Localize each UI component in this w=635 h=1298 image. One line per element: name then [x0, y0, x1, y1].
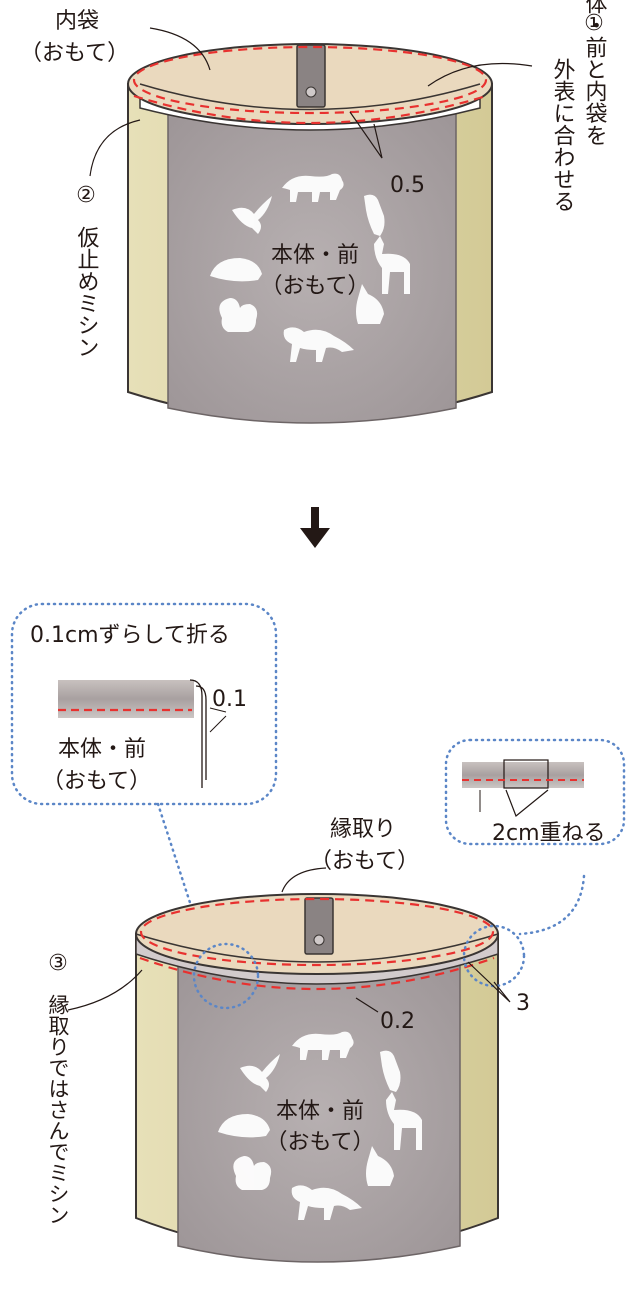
step3-annotation: ③ 縁取りではさんでミシン	[46, 951, 70, 1225]
callout-fold-connector	[156, 802, 208, 954]
top-bag-illustration: 本体・前 （おもて）	[127, 43, 493, 424]
rabbit-icon	[366, 1146, 394, 1186]
hedgehog-icon	[210, 258, 262, 282]
callout-fold-strip	[58, 680, 194, 718]
callout-overlap: 2cm重ねる	[444, 738, 626, 846]
top-body-front-label: 本体・前	[271, 243, 359, 268]
bird-icon	[232, 196, 272, 234]
rabbit-icon	[356, 284, 384, 324]
callout-fold-border	[10, 602, 278, 806]
woodpecker-icon	[364, 194, 385, 236]
step2-leader	[89, 119, 141, 177]
step3-number: ③	[48, 951, 68, 976]
step1-text-col2: 外表に合わせる	[550, 58, 576, 212]
inner-bag-side: （おもて）	[20, 41, 129, 66]
squirrel-icon	[233, 1156, 272, 1190]
callout-overlap-strip	[462, 762, 584, 788]
step1-leader	[427, 62, 533, 87]
step2-number: ②	[76, 183, 96, 208]
bottom-bag-illustration: 本体・前 （おもて）	[135, 893, 526, 1263]
bottom-bag-snap	[313, 934, 325, 946]
deer-icon	[386, 1092, 422, 1150]
bottom-bag-tab	[304, 897, 334, 955]
measure-02-leader	[355, 997, 379, 1013]
callout-fold-body-side: （おもて）	[42, 769, 151, 794]
bottom-bag-stitch-inner	[139, 897, 495, 967]
binding-side: （おもて）	[310, 849, 419, 874]
measure-02: 0.2	[380, 1009, 415, 1034]
bottom-body-front-side: （おもて）	[265, 1130, 374, 1155]
step1-text-col1: 本体・前と内袋を	[582, 0, 608, 146]
callout-fold-measure: 0.1	[212, 687, 247, 712]
callout-overlap-text: 2cm重ねる	[492, 821, 606, 846]
bear-icon	[292, 1031, 354, 1060]
callout-fold-edge	[189, 679, 207, 788]
binding-label: 縁取り	[330, 817, 396, 842]
squirrel-icon	[219, 298, 258, 332]
bottom-animal-motifs	[218, 1031, 422, 1220]
step1-number: ①	[584, 11, 604, 36]
down-arrow-icon	[300, 507, 330, 548]
callout-fold: 0.1cmずらして折る 0.1 本体・前 （おもて）	[10, 602, 278, 806]
fox-icon	[283, 327, 354, 362]
callout-overlap-leader	[505, 789, 549, 817]
top-bag-snap	[305, 86, 317, 98]
bottom-bag-stitch-front	[139, 956, 495, 991]
top-bag-stitch-inner	[132, 45, 488, 115]
fox-icon	[291, 1185, 362, 1220]
hedgehog-icon	[218, 1114, 270, 1138]
bottom-detail-circle-left	[192, 942, 260, 1010]
woodpecker-icon	[380, 1050, 401, 1092]
step2-annotation: ② 仮止めミシン	[74, 183, 100, 358]
bear-icon	[282, 173, 344, 202]
measure-3: 3	[516, 991, 530, 1016]
callout-overlap-border	[444, 738, 626, 846]
top-bag-stitch-front	[133, 94, 487, 125]
top-animal-motifs	[210, 173, 410, 362]
callout-overlap-connector	[518, 874, 586, 936]
step3-leader	[67, 969, 143, 1011]
measure-3-leader	[467, 961, 511, 1003]
measure-05-leaders	[349, 111, 383, 159]
step2-text: 仮止めミシン	[74, 226, 100, 358]
step3-text: 縁取りではさんでミシン	[46, 994, 70, 1225]
deer-icon	[374, 236, 410, 294]
callout-fold-body-label: 本体・前	[58, 737, 146, 762]
callout-fold-title: 0.1cmずらして折る	[30, 623, 230, 648]
top-bag-tab	[296, 44, 326, 108]
bottom-body-front-label: 本体・前	[276, 1099, 364, 1124]
callout-fold-measure-leader	[209, 707, 227, 733]
binding-leader	[281, 867, 327, 893]
callout-overlap-joint	[503, 759, 549, 789]
step1-annotation: ① 本体・前と内袋を 外表に合わせる	[550, 0, 608, 212]
inner-bag-leader	[149, 27, 211, 71]
measure-05: 0.5	[390, 173, 425, 198]
inner-bag-label: 内袋	[55, 9, 99, 34]
top-body-front-side: （おもて）	[260, 274, 369, 299]
bird-icon	[240, 1054, 280, 1092]
